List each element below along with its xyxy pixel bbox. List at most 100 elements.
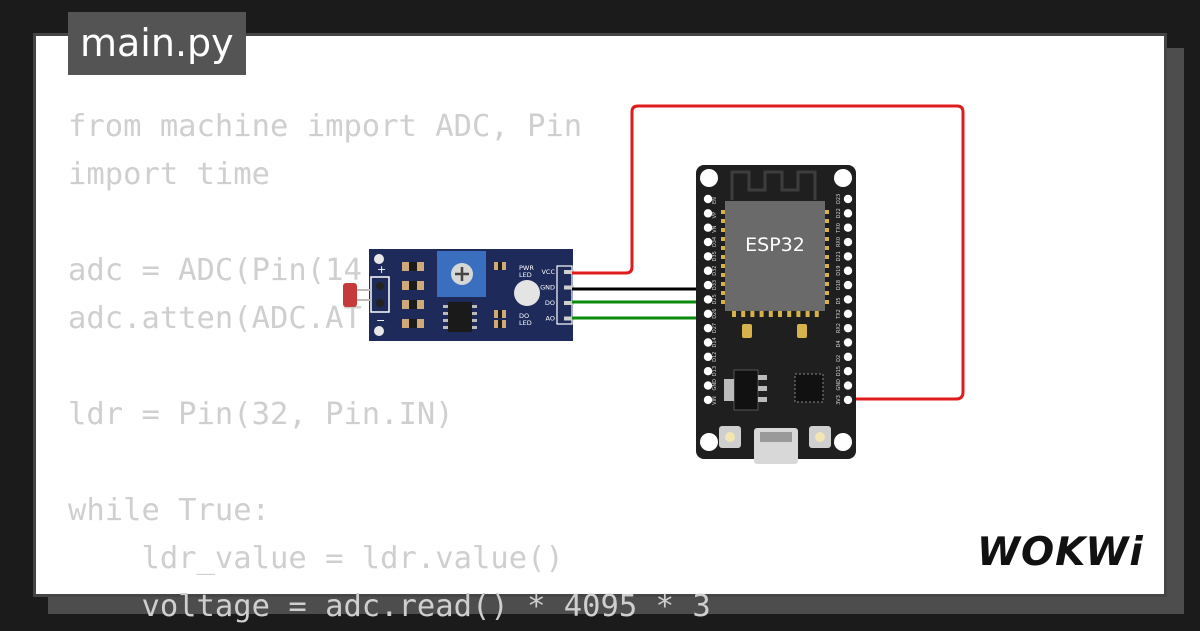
module-pad (768, 311, 773, 317)
esp32-pin[interactable] (703, 209, 713, 218)
module-pad (741, 311, 746, 317)
esp32-pin[interactable] (843, 381, 853, 390)
esp32-pin[interactable] (703, 381, 713, 390)
esp32-pin[interactable] (703, 194, 713, 204)
chip-label: ESP32 (745, 234, 805, 256)
photoresistor (343, 283, 357, 307)
esp32-pin[interactable] (843, 237, 853, 247)
esp32-pin-label: D34 (712, 237, 718, 247)
esp32-pin[interactable] (843, 223, 853, 232)
do-led-label: DO (519, 312, 529, 320)
esp32-pin[interactable] (843, 323, 853, 333)
esp32-pin-label: VIN (712, 396, 718, 405)
esp32-pin[interactable] (703, 338, 713, 347)
file-tab[interactable]: main.py (68, 12, 246, 75)
module-pad (721, 210, 725, 214)
module-pad (721, 228, 725, 232)
esp32-pin[interactable] (703, 266, 713, 275)
esp32-pin-label: D14 (712, 337, 718, 347)
module-pad (732, 311, 736, 317)
esp32-pin[interactable] (703, 237, 713, 247)
code-line: ldr = Pin(32, Pin.IN) (68, 397, 454, 432)
ldr-pin[interactable] (564, 316, 574, 321)
module-pad (750, 311, 755, 317)
module-pad (759, 311, 764, 317)
module-pad (721, 246, 725, 250)
ldr-pin[interactable] (564, 270, 574, 274)
module-pad (778, 311, 782, 317)
ldr-pin[interactable] (564, 301, 574, 305)
preview-card: from machine import ADC, Pin import time a… (33, 33, 1167, 624)
esp32-pin-label: VP (712, 212, 718, 218)
esp32-pin[interactable] (843, 280, 853, 290)
pwr-led-label: PWR (519, 264, 534, 272)
ldr-pin[interactable] (564, 285, 574, 290)
esp32-pin[interactable] (703, 367, 713, 376)
esp32-pin[interactable] (703, 323, 713, 333)
module-pad (787, 311, 792, 317)
esp32-pin[interactable] (843, 209, 853, 218)
ldr-pin-label: GND (540, 284, 555, 292)
module-pad (825, 246, 829, 250)
esp32-pin[interactable] (703, 280, 713, 290)
esp32-pin[interactable] (703, 352, 713, 362)
module-pad (825, 300, 829, 304)
esp32-pin-label: D33 (712, 280, 718, 290)
pwr-led (514, 280, 540, 306)
code-line: adc = ADC(Pin(14 (68, 253, 362, 288)
esp32-pin-label: D35 (712, 251, 718, 261)
esp32-pin[interactable] (703, 309, 713, 318)
module-pad (825, 264, 829, 268)
esp32-pin-label: 3V3 (836, 395, 842, 405)
esp32-pin[interactable] (843, 309, 853, 318)
esp32-module (725, 201, 825, 311)
esp32-pin-label: GND (836, 379, 842, 391)
ao-wire[interactable] (572, 271, 712, 320)
module-pad (825, 228, 829, 232)
esp32-pin[interactable] (843, 395, 853, 405)
esp32-pin[interactable] (843, 367, 853, 376)
module-pad (825, 219, 829, 223)
code-line: from machine import ADC, Pin (68, 109, 583, 144)
esp32-pin[interactable] (703, 223, 713, 232)
esp32-pin-label: D21 (836, 251, 842, 261)
module-pad (825, 210, 829, 214)
code-line: while True: (68, 493, 270, 528)
esp32-pin[interactable] (703, 252, 713, 261)
svg-text:LED: LED (519, 319, 532, 327)
esp32-pin-label: RX0 (836, 237, 842, 247)
esp32-pin-label: D27 (712, 323, 718, 333)
esp32-pin-label: D5 (836, 297, 842, 304)
esp32-pin-label: D23 (836, 194, 842, 204)
vcc-wire[interactable] (572, 104, 965, 401)
esp32-pin-label: D18 (836, 280, 842, 290)
esp32-pin[interactable] (843, 295, 853, 304)
esp32-pin[interactable] (843, 252, 853, 261)
esp32-pin[interactable] (843, 338, 853, 347)
module-pad (814, 311, 819, 317)
esp32-pin[interactable] (843, 194, 853, 204)
esp32-pin-label: TX2 (836, 309, 842, 320)
plus-label: + (377, 263, 386, 276)
minus-label: − (376, 314, 385, 327)
code-line: import time (68, 157, 270, 192)
esp32-pin-label: D32 (712, 266, 718, 276)
esp32-pin-label: D12 (712, 352, 718, 362)
svg-text:LED: LED (519, 271, 532, 279)
module-pad (721, 237, 725, 241)
module-pad (825, 273, 829, 277)
esp32-pin[interactable] (843, 266, 853, 275)
esp32-pin[interactable] (843, 352, 853, 362)
esp32-pin[interactable] (703, 295, 713, 304)
esp32-pin-label: D26 (712, 309, 718, 319)
ldr-pin-label: DO (545, 299, 555, 307)
esp32-pin-label: D13 (712, 366, 718, 376)
esp32-pin-label: D22 (836, 208, 842, 218)
esp32-pin[interactable] (703, 395, 713, 405)
esp32-pin-label: D2 (836, 355, 842, 362)
esp32-pin-label: RX2 (836, 323, 842, 333)
esp32-pin-label: D19 (836, 266, 842, 276)
